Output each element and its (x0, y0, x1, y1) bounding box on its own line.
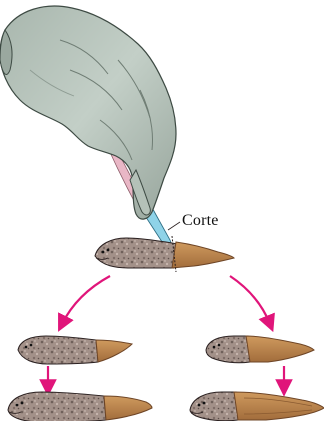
cut-label-group (168, 222, 180, 230)
planarian-tail-fragment (206, 336, 314, 363)
planarian-head-fragment (18, 336, 132, 364)
arrow-right-icon (230, 276, 270, 324)
arrow-left-icon (62, 276, 110, 324)
planarian-original (95, 236, 234, 272)
cut-pointer-line (168, 222, 180, 230)
planarian-regenerated-right (190, 392, 324, 421)
planarian-regenerated-left (8, 392, 152, 421)
gloved-hand-icon (0, 6, 178, 262)
cut-label: Corte (182, 213, 219, 229)
